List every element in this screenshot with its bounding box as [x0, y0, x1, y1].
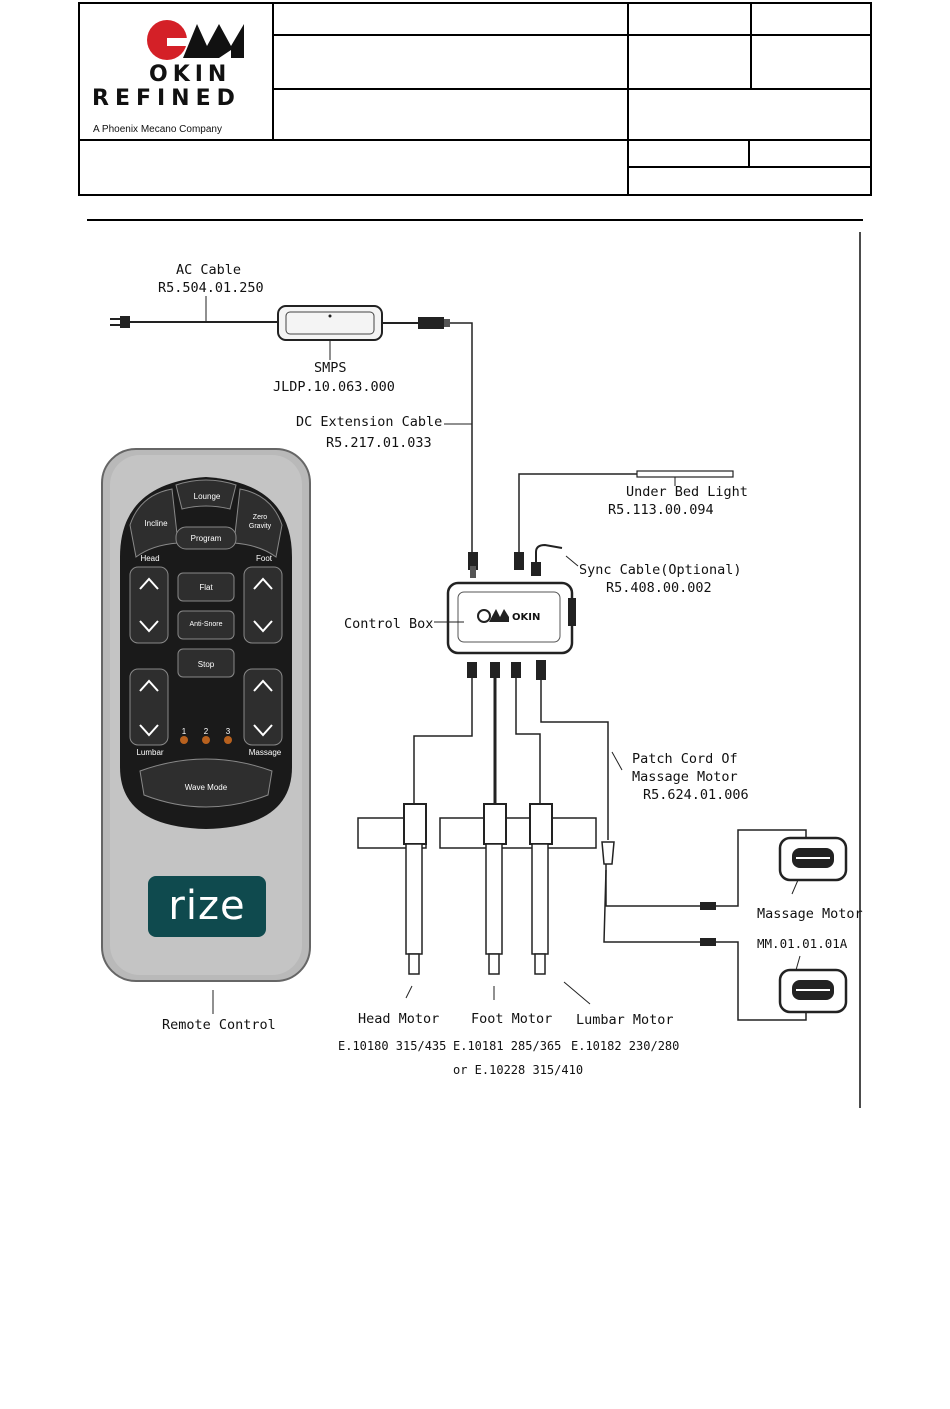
head-motor-part: E.10180 315/435 [338, 1039, 447, 1053]
lounge-button: Lounge [193, 492, 221, 501]
head-label: Head [140, 554, 160, 563]
level-3-label: 3 [225, 727, 231, 736]
header-separator [87, 219, 863, 221]
smps-part: JLDP.10.063.000 [273, 379, 395, 395]
control-box-logo-text: OKIN [512, 612, 541, 623]
title-block-divider [78, 139, 872, 141]
title-block-divider [748, 140, 750, 167]
patch-cord-label-1: Patch Cord Of [632, 751, 738, 767]
brand-line1: OKIN [149, 62, 232, 87]
level-2-label: 2 [203, 727, 209, 736]
incline-button: Incline [144, 519, 168, 528]
anti-snore-button: Anti-Snore [189, 621, 223, 628]
title-block-divider [750, 2, 752, 88]
title-block-divider [627, 166, 872, 168]
dc-extension-part: R5.217.01.033 [326, 435, 432, 451]
title-block-divider [272, 2, 274, 140]
dc-extension-label: DC Extension Cable [296, 414, 443, 430]
control-box-label: Control Box [344, 616, 434, 632]
level-1-label: 1 [181, 727, 187, 736]
zero-gravity-button: Zero [252, 514, 268, 521]
remote-control-icon [101, 448, 311, 982]
foot-label: Foot [255, 554, 272, 563]
wave-mode-button: Wave Mode [184, 783, 228, 792]
sync-cable-label: Sync Cable(Optional) [579, 562, 742, 578]
patch-cord-label-2: Massage Motor [632, 769, 738, 785]
head-motor-label: Head Motor [358, 1011, 440, 1027]
lumbar-motor-label: Lumbar Motor [576, 1012, 674, 1028]
rize-logo: rize [148, 876, 266, 937]
stop-button: Stop [197, 660, 215, 669]
brand-line2: REFINED [92, 86, 241, 111]
head-motor-icon [403, 803, 427, 975]
lumbar-motor-part: E.10182 230/280 [571, 1039, 680, 1053]
title-block-divider [272, 88, 872, 90]
flat-button: Flat [199, 583, 213, 592]
title-block [78, 2, 872, 196]
ac-plug-icon [110, 316, 130, 328]
foot-motor-part: E.10181 285/365 [453, 1039, 562, 1053]
smps-adapter-icon [277, 305, 383, 341]
control-box-icon [446, 581, 576, 655]
foot-motor-label: Foot Motor [471, 1011, 553, 1027]
ac-cable-label: AC Cable [176, 262, 242, 278]
smps-label: SMPS [314, 360, 347, 376]
foot-motor-alt-part: or E.10228 315/410 [453, 1063, 584, 1077]
lumbar-label: Lumbar [136, 748, 164, 757]
massage-motor-icon [778, 955, 848, 1014]
lumbar-motor-icon [529, 803, 553, 975]
massage-motor-icon [778, 836, 848, 895]
massage-label: Massage [248, 748, 282, 757]
title-block-divider [627, 2, 629, 196]
massage-motor-label: Massage Motor [757, 906, 863, 922]
remote-control-label: Remote Control [162, 1017, 276, 1033]
title-block-divider [272, 34, 872, 36]
program-button: Program [190, 534, 222, 543]
patch-cord-part: R5.624.01.006 [643, 787, 749, 803]
under-bed-light-label: Under Bed Light [626, 484, 748, 500]
ac-cable-part: R5.504.01.250 [158, 280, 264, 296]
sync-cable-part: R5.408.00.002 [606, 580, 712, 596]
brand-tagline: A Phoenix Mecano Company [93, 124, 222, 135]
massage-motor-part: MM.01.01.01A [757, 936, 848, 951]
under-bed-light-part: R5.113.00.094 [608, 502, 714, 518]
zero-gravity-button: Gravity [248, 523, 272, 530]
foot-motor-icon [483, 803, 507, 975]
